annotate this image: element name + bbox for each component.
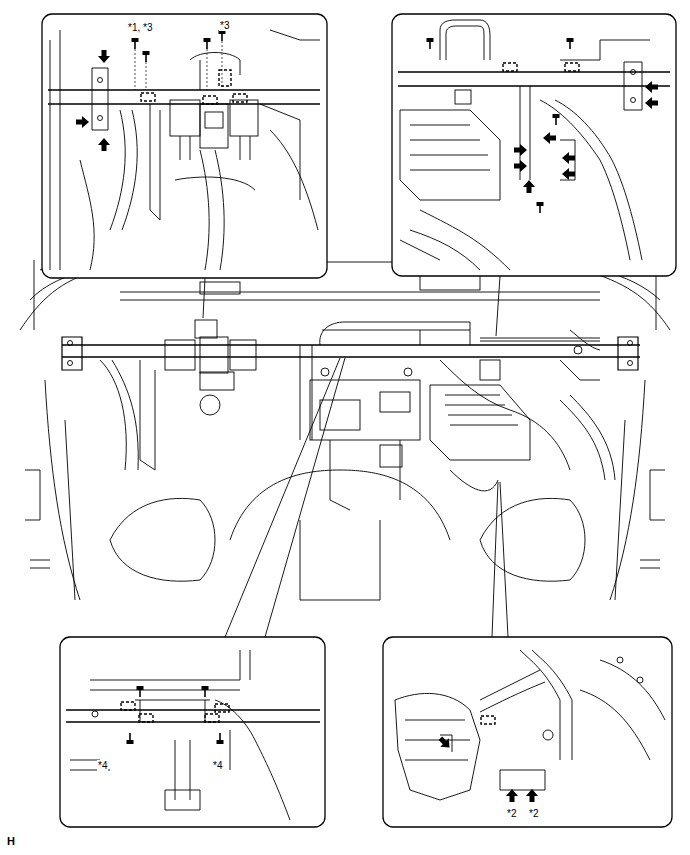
callout-number: *1, *3 xyxy=(127,22,153,33)
callout-number: *2 xyxy=(506,808,517,819)
callout-number: *4 xyxy=(212,760,223,771)
figure-code: H xyxy=(6,836,16,847)
callout-number: *4 xyxy=(97,760,108,771)
callout-number: *3 xyxy=(219,20,230,31)
callout-number: *2 xyxy=(528,808,539,819)
